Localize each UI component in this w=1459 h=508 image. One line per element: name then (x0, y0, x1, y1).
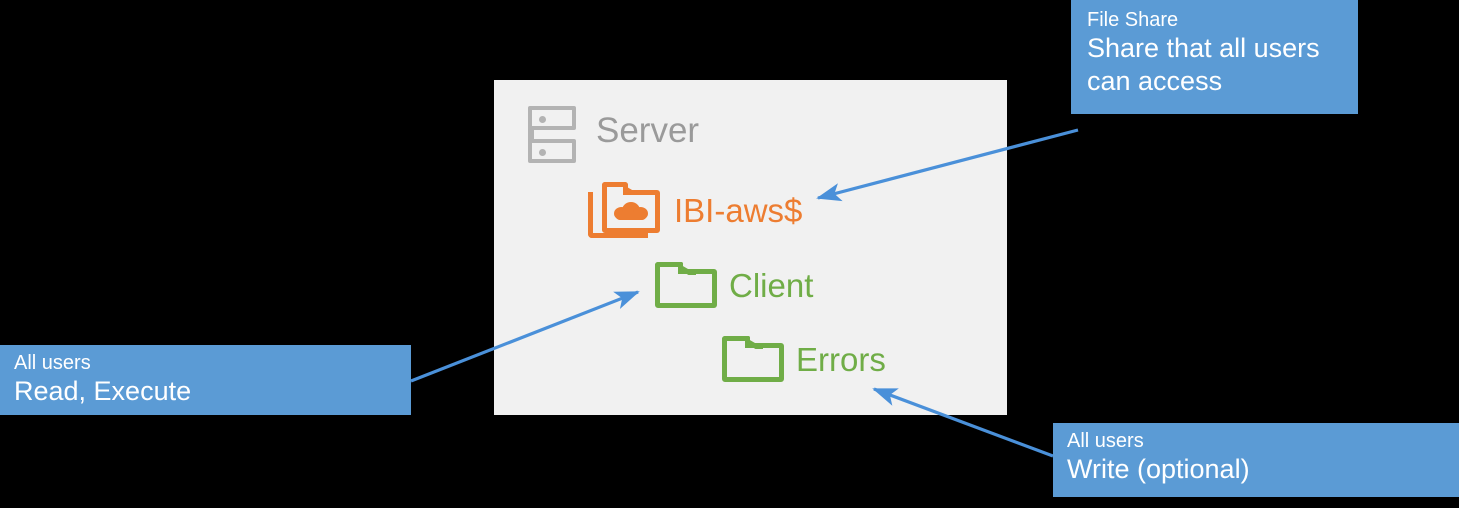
folder-tab (655, 262, 683, 274)
folder-tab-slope (747, 336, 763, 349)
node-errors-label: Errors (796, 340, 886, 378)
callout-read-execute-heading: All users (14, 352, 91, 374)
node-client[interactable]: Client (655, 262, 813, 308)
server-rack-unit-bottom (528, 139, 576, 163)
server-rack-spine (528, 128, 534, 141)
callout-read-execute: All users Read, Execute (0, 345, 411, 415)
server-label: Server (596, 111, 700, 150)
callout-file-share-line1: Share that all users (1087, 33, 1320, 63)
folder-body (655, 269, 717, 308)
node-share[interactable]: IBI-aws$ (588, 182, 802, 239)
server-rack-unit-top (528, 106, 576, 130)
callout-write-optional: All users Write (optional) (1053, 423, 1459, 497)
callout-write-optional-line1: Write (optional) (1067, 454, 1250, 484)
cloud-folder-back-sheet (588, 192, 648, 238)
callout-file-share-line2: can access (1087, 66, 1223, 96)
callout-write-optional-heading: All users (1067, 430, 1144, 452)
server-rack-dot (539, 149, 546, 156)
cloud-folder-icon (588, 182, 664, 239)
callout-file-share-heading: File Share (1087, 9, 1179, 31)
cloud-glyph (614, 202, 648, 220)
node-errors[interactable]: Errors (722, 336, 886, 382)
folder-tab (722, 336, 750, 348)
server-rack-icon (528, 106, 582, 168)
folder-icon (722, 336, 784, 382)
callout-read-execute-line1: Read, Execute (14, 376, 192, 406)
cloud-folder-tab-slope (625, 182, 639, 195)
node-client-label: Client (729, 266, 814, 304)
folder-tab-slope (680, 262, 696, 275)
callout-file-share: File Share Share that all users can acce… (1071, 0, 1358, 114)
node-share-label: IBI-aws$ (674, 192, 803, 229)
folder-body (722, 343, 784, 382)
folder-icon (655, 262, 717, 308)
server-rack-dot (539, 116, 546, 123)
